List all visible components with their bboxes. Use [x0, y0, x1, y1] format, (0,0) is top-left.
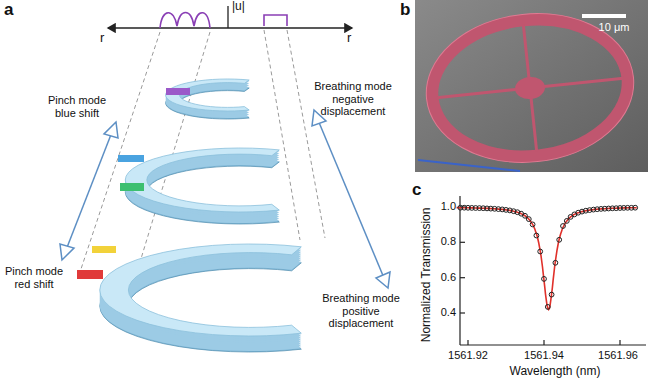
mode-note: Pinch mode blue shift — [38, 94, 116, 119]
mode-marker — [166, 88, 190, 95]
ring-top — [125, 148, 279, 212]
mode-marker — [120, 183, 144, 191]
axis-title: Normalized Transmission — [420, 200, 434, 350]
mode-note: Breathing mode negative displacement — [310, 80, 396, 118]
tick-label: 1561.96 — [590, 349, 646, 362]
mode-note: Breathing mode positive displacement — [318, 292, 404, 330]
axis-title: Wavelength (nm) — [490, 365, 620, 379]
axis-label: |u| — [232, 0, 262, 14]
data-points — [458, 205, 638, 309]
sem-image — [415, 0, 648, 172]
tick-label: 0.4 — [424, 306, 456, 319]
breathing-profile — [264, 15, 287, 26]
plot-axes — [460, 196, 646, 345]
u-axis — [227, 6, 228, 28]
fit-curve — [457, 208, 637, 310]
tick-label: 1561.92 — [440, 349, 496, 362]
mode-marker — [77, 270, 103, 279]
data-point — [538, 249, 543, 254]
sem-resonator — [419, 4, 641, 173]
mode-marker — [92, 246, 116, 253]
mode-marker — [118, 155, 144, 162]
tick-label: 0.6 — [424, 271, 456, 284]
data-point — [633, 205, 638, 210]
data-point — [526, 217, 531, 222]
guide-lines — [80, 30, 325, 272]
tick-label: 0.8 — [424, 235, 456, 248]
pinch-profile — [160, 13, 210, 29]
panel-letter: b — [400, 0, 414, 20]
r-axis — [228, 27, 352, 28]
data-point — [557, 237, 562, 242]
axis-label: r — [347, 31, 361, 46]
panel-letter: a — [4, 0, 24, 20]
data-point — [561, 224, 566, 229]
data-point — [542, 277, 547, 282]
tick-label: 1.0 — [424, 200, 456, 213]
ring-top — [166, 79, 250, 111]
data-point — [530, 222, 535, 227]
scale-text: 10 μm — [586, 21, 642, 34]
mode-note: Pinch mode red shift — [2, 265, 66, 290]
panel-letter: c — [412, 180, 426, 200]
ring-stack — [77, 79, 301, 352]
data-point — [564, 219, 569, 224]
tick-label: 1561.94 — [516, 349, 572, 362]
ring-top — [100, 244, 302, 336]
waveguide — [418, 160, 520, 171]
data-point — [545, 305, 550, 310]
shift-arrows — [60, 110, 390, 288]
data-point — [534, 233, 539, 238]
scale-bar — [582, 14, 626, 18]
axis-label: r — [100, 31, 114, 46]
data-point — [553, 260, 558, 265]
data-point — [549, 292, 554, 297]
